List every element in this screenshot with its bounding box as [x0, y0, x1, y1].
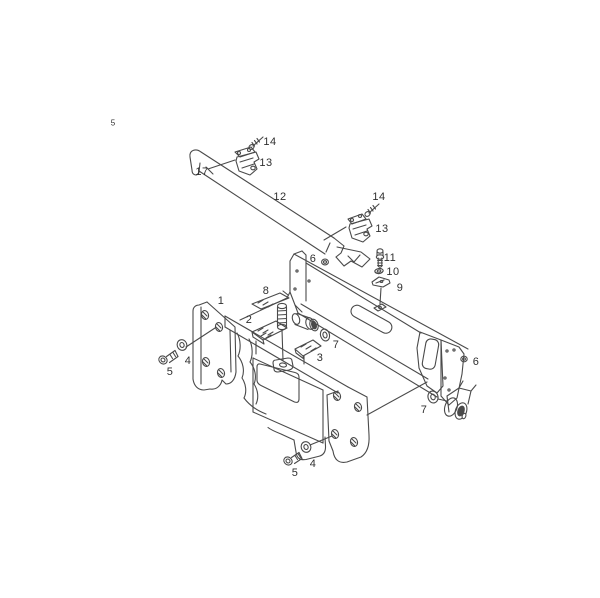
part-end-plate-right	[417, 332, 464, 405]
part-washer-4-left	[176, 328, 215, 352]
part-nut-6-left	[322, 259, 329, 265]
part-washer-4-bottom	[300, 436, 332, 454]
part-washer-7-right	[427, 390, 447, 404]
part-tread-plate-2	[252, 321, 287, 354]
part-bolt-5-bottom	[282, 453, 302, 467]
part-bracket-13-lower	[324, 214, 372, 242]
part-bracket-13-upper	[208, 147, 259, 175]
part-bushing-mount-right	[442, 381, 476, 421]
part-bumper-bar-12	[190, 150, 370, 267]
part-bracket-8	[252, 291, 289, 309]
part-crossmember-beam	[225, 251, 468, 415]
part-ring-7-center	[319, 328, 331, 342]
part-front-plate	[237, 333, 369, 462]
part-bolt-11	[376, 249, 383, 267]
part-bolt-5-left	[157, 351, 178, 366]
part-clip-9	[372, 277, 390, 311]
part-tread-plate-3	[295, 340, 321, 364]
part-screw-14-lower	[364, 204, 379, 217]
part-screw-14-upper	[248, 137, 263, 150]
part-spacer-bushing-center	[291, 313, 320, 332]
part-washer-10	[374, 268, 383, 274]
part-nut-6-right	[461, 356, 467, 362]
part-side-plate-left	[193, 302, 236, 390]
